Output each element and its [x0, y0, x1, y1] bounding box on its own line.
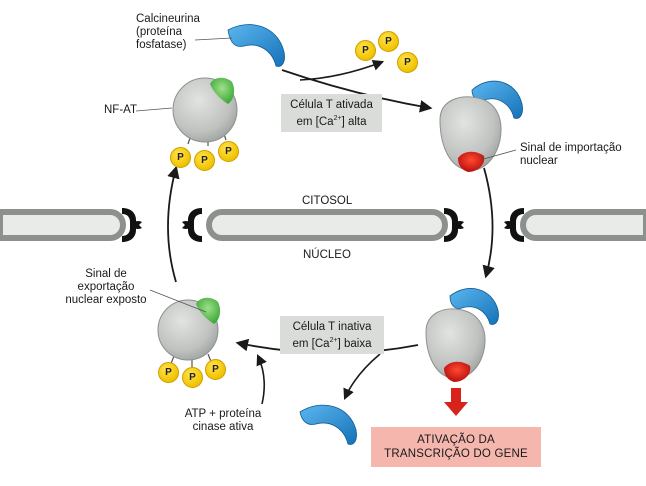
calcineurin-label-line: fosfatase) — [136, 39, 187, 51]
arrow-top-dephosphorylation — [281, 69, 433, 113]
nucleus-label: NÚCLEO — [303, 249, 351, 261]
ca-level-text: ] alta — [341, 115, 367, 128]
ca-level-text: ] baixa — [337, 337, 372, 350]
calcineurin-label-line: (proteína — [136, 26, 183, 38]
import-label-line: nuclear — [520, 155, 558, 167]
atp-label-line: cinase ativa — [192, 421, 254, 433]
arrow-right-import — [482, 167, 495, 279]
nuclear-envelope — [0, 209, 646, 241]
atp-kinase-label: ATP + proteína cinase ativa — [177, 408, 269, 434]
calcineurin-icon-bound-nucleus — [449, 288, 499, 325]
export-label-line: nuclear exposto — [65, 294, 147, 306]
export-label-line: exportação — [77, 281, 135, 293]
import-label-line: Sinal de importação — [520, 142, 622, 154]
nuclear-pore-left-a — [122, 208, 142, 242]
arrow-release-calcineurin — [343, 353, 381, 401]
phosphate-icon: P — [218, 141, 239, 162]
released-phosphate-icon: P — [397, 52, 418, 73]
inactive-box-line: em [Ca2+] baixa — [293, 334, 372, 351]
ca-superscript: 2+ — [333, 114, 342, 122]
cytosol-label: CITOSOL — [302, 195, 353, 207]
inactive-box-line: Célula T inativa — [292, 320, 372, 333]
ca-text: em [Ca — [292, 337, 330, 350]
inactive-tcell-box: Célula T inativa em [Ca2+] baixa — [280, 316, 384, 354]
calcineurin-label-line: Calcineurina — [136, 13, 200, 25]
calcineurin-icon-top — [227, 24, 285, 67]
arrow-atp-kinase — [256, 353, 267, 405]
nuclear-pore-right-a — [444, 208, 464, 242]
export-label-line: Sinal de — [85, 268, 127, 280]
phosphate-icon: P — [170, 147, 191, 168]
calcineurin-label: Calcineurina (proteína fosfatase) — [136, 13, 200, 52]
phosphate-icon: P — [205, 359, 226, 380]
nuclear-pore-left-b — [182, 208, 202, 242]
nuclear-pore-right-b — [504, 208, 524, 242]
released-phosphate-icon: P — [355, 40, 376, 61]
activated-box-line: em [Ca2+] alta — [290, 112, 373, 129]
nfat-protein-exporting — [157, 297, 221, 370]
nuclear-import-signal-label: Sinal de importação nuclear — [520, 142, 622, 168]
activated-box-line: Célula T ativada — [290, 98, 373, 111]
ca-text: em [Ca — [296, 115, 334, 128]
phosphate-icon: P — [194, 150, 215, 171]
nfat-protein-nucleus — [425, 308, 486, 382]
phosphate-icon: P — [158, 362, 179, 383]
atp-label-line: ATP + proteína — [184, 408, 262, 420]
nuclear-export-signal-label: Sinal de exportação nuclear exposto — [58, 268, 154, 307]
calcineurin-icon-released — [299, 404, 357, 445]
gene-box-line: TRANSCRIÇÃO DO GENE — [384, 448, 528, 460]
nfat-protein-cytosol — [172, 77, 238, 146]
nfat-protein-active-cytosol — [439, 96, 502, 172]
released-phosphate-icon: P — [378, 31, 399, 52]
gene-transcription-activation-box: ATIVAÇÃO DA TRANSCRIÇÃO DO GENE — [371, 427, 541, 467]
arrow-release-phosphates — [299, 59, 385, 81]
ca-superscript: 2+ — [329, 336, 338, 344]
gene-activation-arrow — [444, 388, 468, 416]
arrow-left-export — [167, 165, 180, 283]
activated-tcell-box: Célula T ativada em [Ca2+] alta — [281, 94, 382, 132]
phosphate-icon: P — [182, 367, 203, 388]
gene-box-line: ATIVAÇÃO DA — [417, 434, 495, 446]
nfat-label: NF-AT — [104, 104, 138, 116]
